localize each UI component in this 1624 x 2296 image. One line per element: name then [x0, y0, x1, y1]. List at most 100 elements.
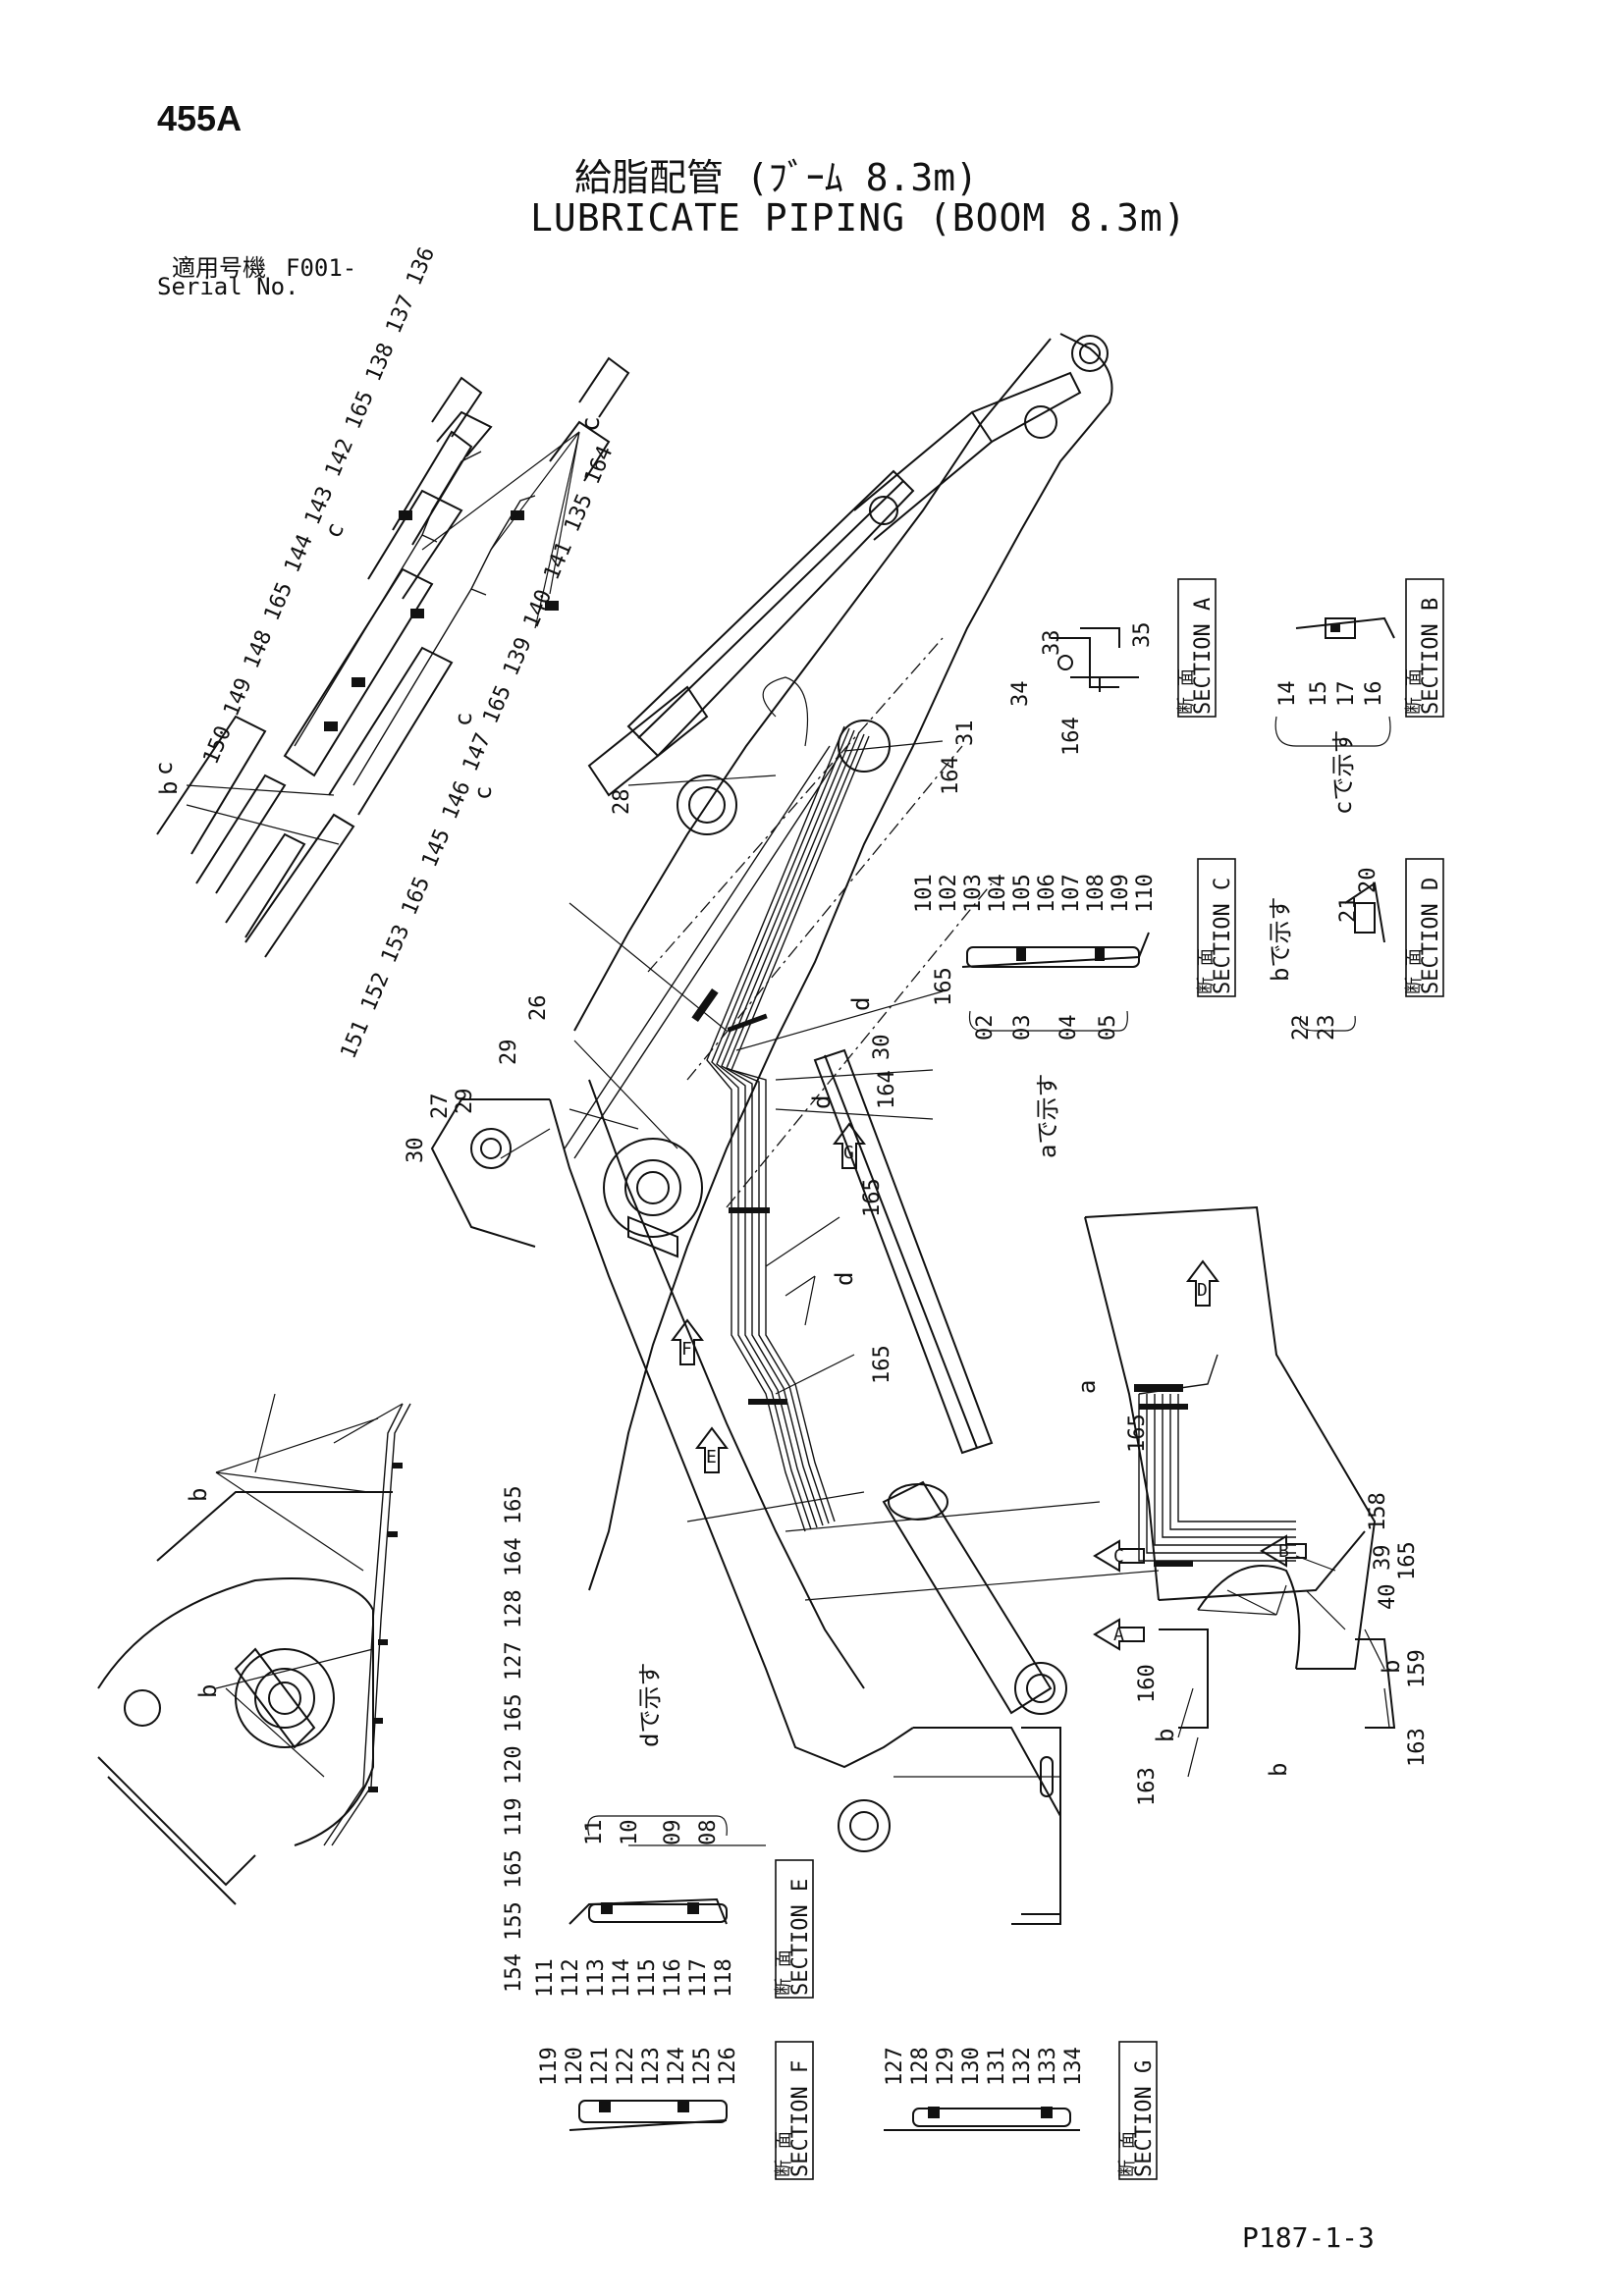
section-e-detail — [568, 1897, 728, 1925]
section-a-label: SECTION A 断 面 — [1176, 578, 1217, 718]
part-33: 33 — [1040, 630, 1064, 657]
part-124: 124 — [665, 2047, 689, 2086]
part-114: 114 — [610, 1958, 634, 1998]
view-arrow-c — [1093, 1539, 1145, 1573]
part-107: 107 — [1059, 874, 1084, 913]
letter-b-1: b — [185, 1488, 212, 1502]
part-159: 159 — [1405, 1649, 1430, 1688]
part-16: 16 — [1362, 681, 1386, 708]
section-g-marker: 断 面 — [1117, 2131, 1138, 2177]
view-arrow-d — [1186, 1259, 1219, 1307]
part-164-main-2: 164 — [875, 1070, 899, 1109]
letter-d-1: d — [847, 997, 875, 1011]
part-165-right-1: 165 — [1395, 1541, 1420, 1580]
view-letter-b: B — [1278, 1541, 1289, 1562]
part-17: 17 — [1334, 681, 1359, 708]
part-05: 05 — [1096, 1015, 1120, 1041]
part-131: 131 — [985, 2047, 1009, 2086]
view-arrow-g — [833, 1122, 866, 1169]
letter-b-2: b — [194, 1684, 222, 1698]
section-a-marker: 断 面 — [1176, 668, 1197, 715]
part-118: 118 — [712, 1958, 736, 1998]
part-122: 122 — [614, 2047, 638, 2086]
part-28: 28 — [610, 789, 634, 816]
section-d-label: SECTION D 断 面 — [1404, 858, 1444, 997]
part-129: 129 — [934, 2047, 958, 2086]
part-27: 27 — [428, 1094, 453, 1120]
callout-stack-upper-left-1: 150 149 148 165 144 143 142 165 138 137 … — [199, 243, 441, 768]
leader-lines — [186, 431, 1390, 1778]
part-105: 105 — [1010, 874, 1035, 913]
right-detail — [1084, 1205, 1396, 1729]
section-e-label: SECTION E 断 面 — [774, 1859, 814, 1999]
section-b-detail — [1295, 616, 1395, 639]
section-c-label: SECTION C 断 面 — [1196, 858, 1236, 997]
part-20: 20 — [1356, 868, 1380, 894]
letter-d-3: d — [831, 1272, 858, 1286]
part-134: 134 — [1061, 2047, 1086, 2086]
section-f-label: SECTION F 断 面 — [774, 2041, 814, 2180]
section-d-parts: 20 21 22 23 — [1289, 868, 1380, 1041]
bottom-left-detail — [97, 1393, 411, 1905]
part-165-main-2: 165 — [860, 1178, 885, 1217]
section-c-parts: 101 102 103 104 105 106 107 108 109 110 … — [912, 874, 1158, 1041]
arm-cylinder — [587, 335, 1109, 797]
view-letter-c: C — [1113, 1546, 1124, 1567]
letter-b-5: b — [1152, 1729, 1179, 1742]
view-letter-f: F — [681, 1339, 692, 1360]
part-106: 106 — [1035, 874, 1059, 913]
part-34: 34 — [1008, 681, 1033, 708]
part-160: 160 — [1135, 1664, 1160, 1703]
part-15: 15 — [1307, 681, 1331, 708]
boom-cylinder — [813, 1048, 1067, 1915]
view-letter-g: G — [843, 1143, 854, 1163]
section-e-text: SECTION E — [788, 1879, 813, 1996]
part-164-main-1: 164 — [939, 756, 963, 795]
part-14: 14 — [1275, 681, 1300, 708]
section-f-text: SECTION F — [788, 2060, 813, 2177]
letter-d-2: d — [808, 1095, 836, 1109]
serial-label-jp-text: 適用号機 — [172, 254, 266, 282]
section-d-text: SECTION D — [1419, 878, 1443, 994]
view-letters: A B C D E F G — [681, 1143, 1289, 1645]
right-view-parts: 158 39 165 40 159 160 163 163 165 — [1125, 1414, 1430, 1806]
boom-outline — [430, 333, 1160, 1925]
part-165-main-1: 165 — [932, 967, 956, 1006]
part-123: 123 — [639, 2047, 664, 2086]
section-d-detail — [1344, 881, 1385, 943]
part-26: 26 — [526, 995, 551, 1022]
section-e-marker: 断 面 — [774, 1949, 794, 1996]
part-29-b: 29 — [453, 1089, 477, 1115]
section-a-detail — [1051, 627, 1139, 692]
document-reference: P187-1-3 — [1242, 2221, 1375, 2254]
note-b: bで示す — [1267, 897, 1294, 982]
view-letter-a: A — [1113, 1625, 1124, 1645]
section-e-parts: 11 10 09 08 111 112 113 114 115 116 117 … — [533, 1820, 736, 1999]
view-arrow-a — [1093, 1618, 1145, 1651]
part-128: 128 — [908, 2047, 933, 2086]
part-132: 132 — [1010, 2047, 1035, 2086]
section-f-parts: 119 120 121 122 123 124 125 126 — [537, 2047, 740, 2086]
part-158: 158 — [1366, 1492, 1390, 1531]
letter-b-3: b — [155, 781, 183, 795]
section-b-text: SECTION B — [1419, 598, 1443, 715]
title-english: LUBRICATE PIPING (BOOM 8.3m) — [530, 196, 1187, 240]
main-view-parts: 26 27 28 29 29 30 30 31 164 164 165 165 … — [404, 721, 978, 1385]
page-number: 455A — [157, 98, 243, 138]
callouts-bottom-left: 154 155 165 119 120 165 127 128 164 165 — [502, 1485, 526, 1993]
section-g-detail — [884, 2107, 1080, 2131]
part-23: 23 — [1315, 1015, 1339, 1041]
part-165-main-3: 165 — [870, 1345, 894, 1384]
part-11: 11 — [582, 1820, 607, 1846]
note-d: dで示す — [636, 1663, 664, 1747]
part-29-a: 29 — [497, 1040, 521, 1066]
part-22: 22 — [1289, 1015, 1314, 1041]
part-110: 110 — [1133, 874, 1158, 913]
note-a: aで示す — [1034, 1074, 1061, 1158]
part-163-left: 163 — [1135, 1767, 1160, 1806]
part-164-a: 164 — [1059, 717, 1084, 756]
letter-b-6: b — [1378, 1660, 1405, 1674]
part-165-right-2: 165 — [1125, 1414, 1150, 1453]
part-04: 04 — [1056, 1015, 1081, 1041]
